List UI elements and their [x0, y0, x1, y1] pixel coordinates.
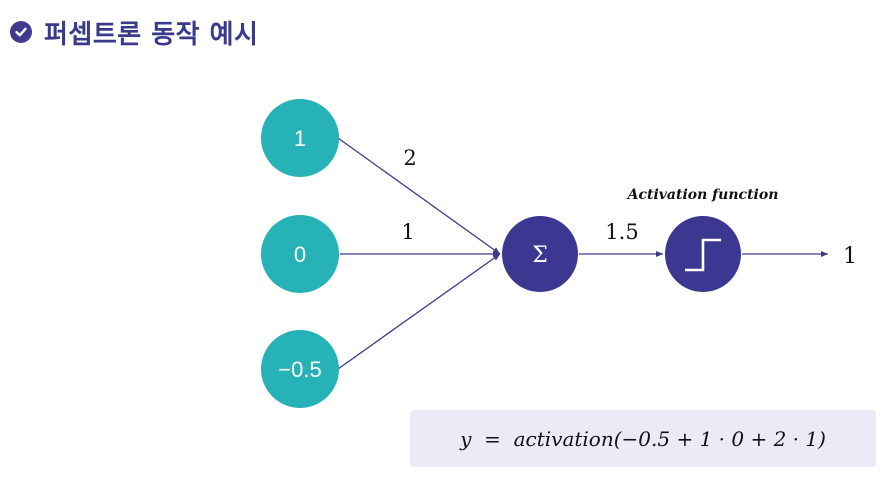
- input-node-1: [261, 99, 339, 177]
- activation-label: Activation function: [626, 187, 779, 203]
- sigma-symbol: Σ: [532, 243, 548, 268]
- page-title: 퍼셉트론 동작 예시: [44, 19, 259, 50]
- input-value-3: −0.5: [278, 357, 321, 382]
- weight-label-2: 1: [401, 220, 414, 244]
- output-value: 1: [843, 244, 857, 269]
- edge-input-1: [337, 137, 501, 255]
- input-node-3: [261, 330, 339, 408]
- input-value-2: 0: [294, 242, 306, 267]
- edge-input-3: [337, 253, 501, 370]
- sum-node: [502, 216, 578, 292]
- formula-text: y = activation(−0.5 + 1 · 0 + 2 · 1): [460, 426, 826, 451]
- step-function-icon: [685, 238, 721, 272]
- check-circle-icon: [10, 21, 32, 43]
- input-node-2: [261, 215, 339, 293]
- sum-output-value: 1.5: [605, 220, 638, 244]
- title-row: 퍼셉트론 동작 예시: [10, 12, 258, 52]
- weight-label-1: 2: [403, 146, 416, 170]
- formula-box: y = activation(−0.5 + 1 · 0 + 2 · 1): [410, 410, 876, 467]
- input-value-1: 1: [294, 126, 306, 151]
